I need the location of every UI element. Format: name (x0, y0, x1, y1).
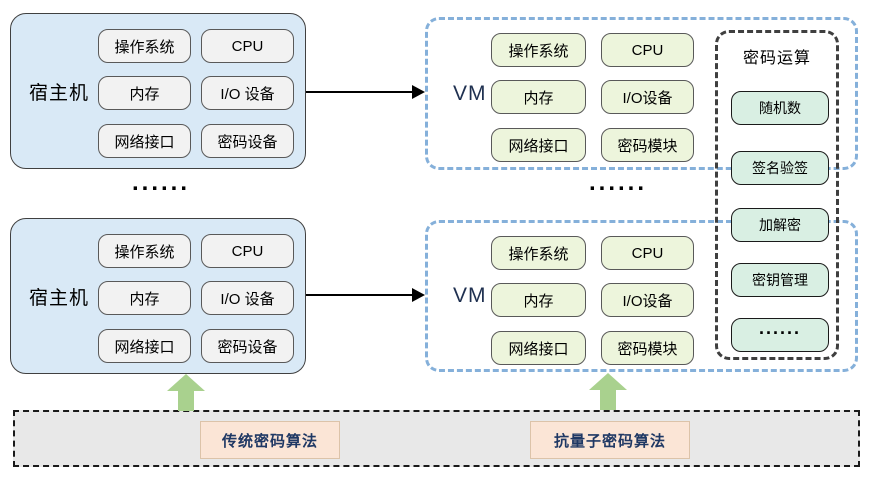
host1-to-vm1-arrow (306, 91, 412, 94)
host-box-1: 宿主机 操作系统 CPU 内存 I/O 设备 网络接口 密码设备 (10, 13, 306, 169)
host-2-os: 操作系统 (98, 234, 191, 268)
crypto-ellipsis-item: ...... (731, 317, 829, 352)
crypto-encrypt-decrypt: 加解密 (731, 208, 829, 242)
hosts-ellipsis: ...... (132, 169, 191, 196)
vm-1-memory: 内存 (491, 80, 586, 114)
vm-box-1: VM 操作系统 CPU 内存 I/O设备 网络接口 密码模块 (425, 17, 858, 170)
algorithm-band: 传统密码算法 抗量子密码算法 (13, 410, 860, 467)
arrow-shaft (600, 390, 616, 410)
host-box-2: 宿主机 操作系统 CPU 内存 I/O 设备 网络接口 密码设备 (10, 218, 306, 374)
vm-1-cpu: CPU (601, 33, 694, 67)
host-2-io-device: I/O 设备 (201, 281, 294, 315)
vm-1-os: 操作系统 (491, 33, 586, 67)
host-1-crypto-device: 密码设备 (201, 124, 294, 158)
host2-to-vm2-arrow (306, 294, 412, 297)
host-2-crypto-device: 密码设备 (201, 329, 294, 363)
host-2-network-interface: 网络接口 (98, 329, 191, 363)
arrow-head (167, 374, 205, 391)
crypto-operations-box: 密码运算 随机数 签名验签 加解密 密钥管理 ...... (715, 30, 839, 360)
host-1-os: 操作系统 (98, 29, 191, 63)
crypto-random-number: 随机数 (731, 91, 829, 125)
traditional-algo-up-arrow (167, 374, 205, 411)
vm-1-io-device: I/O设备 (601, 80, 694, 114)
host-1-memory: 内存 (98, 76, 191, 110)
vm-2-os: 操作系统 (491, 236, 586, 270)
arrow-shaft (178, 391, 194, 411)
vm-box-2: VM 操作系统 CPU 内存 I/O设备 网络接口 密码模块 (425, 220, 858, 372)
crypto-key-management: 密钥管理 (731, 263, 829, 297)
vm-1-crypto-module: 密码模块 (601, 128, 694, 162)
arrow-head (589, 373, 627, 390)
host-1-io-device: I/O 设备 (201, 76, 294, 110)
crypto-sign-verify: 签名验签 (731, 151, 829, 185)
traditional-crypto-algorithm-label: 传统密码算法 (200, 421, 340, 459)
post-quantum-crypto-algorithm-label: 抗量子密码算法 (530, 421, 690, 459)
host-1-network-interface: 网络接口 (98, 124, 191, 158)
crypto-ellipsis-text: ...... (758, 317, 801, 338)
quantum-algo-up-arrow (589, 373, 627, 410)
host-2-label: 宿主机 (29, 287, 90, 309)
host-2-memory: 内存 (98, 281, 191, 315)
host-2-cpu: CPU (201, 234, 294, 268)
crypto-operations-title: 密码运算 (742, 50, 811, 67)
vm-2-crypto-module: 密码模块 (601, 331, 694, 365)
vm-2-label: VM (453, 284, 487, 307)
vms-ellipsis: ...... (589, 169, 648, 196)
vm-1-label: VM (453, 81, 487, 105)
host-1-label: 宿主机 (29, 82, 90, 104)
vm-2-network-interface: 网络接口 (491, 331, 586, 365)
vm-2-io-device: I/O设备 (601, 283, 694, 317)
host-1-cpu: CPU (201, 29, 294, 63)
vm-2-memory: 内存 (491, 283, 586, 317)
vm-2-cpu: CPU (601, 236, 694, 270)
vm-1-network-interface: 网络接口 (491, 128, 586, 162)
